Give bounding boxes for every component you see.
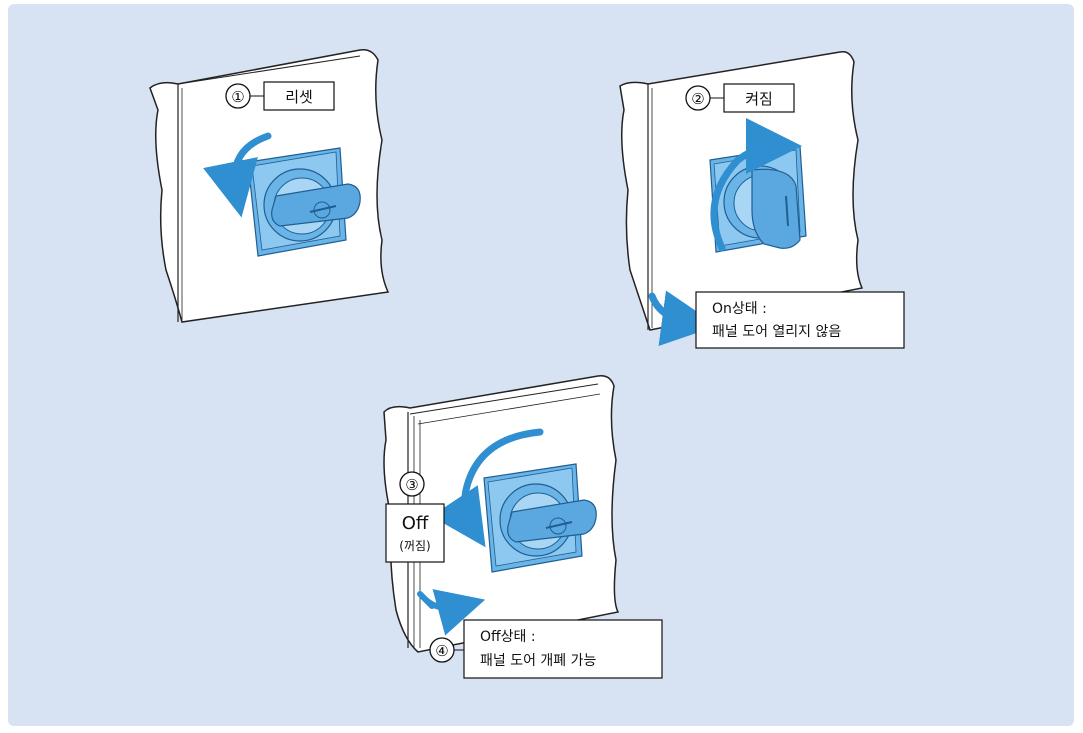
off-state-line2: 패널 도어 개폐 가능 — [480, 653, 597, 669]
step-2-callout: ② 켜짐 — [686, 84, 794, 112]
step-3-number: ③ — [405, 476, 418, 494]
on-state-note: On상태 : 패널 도어 열리지 않음 — [696, 292, 904, 348]
step-3-label: Off — [402, 513, 429, 534]
on-state-line1: On상태 : — [712, 301, 767, 317]
step-2-number: ② — [691, 90, 704, 108]
step-3-sublabel: (꺼짐) — [399, 539, 430, 553]
step-4-callout: ④ Off상태 : 패널 도어 개폐 가능 — [430, 620, 662, 678]
rotary-handle-icon — [710, 146, 806, 252]
off-state-line1: Off상태 : — [480, 629, 536, 645]
step-1-callout: ① 리셋 — [226, 82, 334, 110]
step-2-label: 켜짐 — [745, 90, 773, 108]
on-state-line2: 패널 도어 열리지 않음 — [712, 324, 841, 340]
step-1-number: ① — [231, 88, 244, 106]
step-1-label: 리셋 — [285, 88, 313, 106]
panel-reset: ① 리셋 — [150, 50, 388, 322]
step-4-number: ④ — [435, 642, 448, 660]
